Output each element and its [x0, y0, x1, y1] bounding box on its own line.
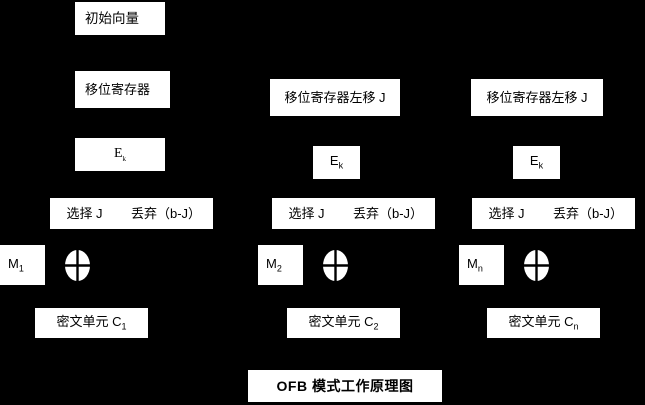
- ciphertext-box-3: 密文单元 Cn: [487, 308, 600, 338]
- initial-vector-label: 初始向量: [85, 10, 139, 26]
- encrypt-box-3: Ek: [513, 146, 560, 179]
- message-box-3: Mn: [459, 245, 504, 285]
- select-box-2: 选择 J: [272, 198, 341, 229]
- encrypt-box-1: Ek: [75, 138, 165, 171]
- message-label-2: M2: [266, 255, 282, 274]
- encrypt-label-3: Ek: [529, 153, 544, 171]
- select-box-3: 选择 J: [472, 198, 541, 229]
- ciphertext-box-2: 密文单元 C2: [287, 308, 400, 338]
- ciphertext-subscript-3: n: [573, 321, 579, 332]
- shift-register-label-1: 移位寄存器: [85, 82, 151, 97]
- shift-register-box-1: 移位寄存器: [75, 71, 170, 108]
- shift-register-box-3: 移位寄存器左移 J: [471, 79, 603, 116]
- initial-vector-box: 初始向量: [75, 2, 165, 35]
- discard-label-1: 丢弃（b-J）: [130, 206, 202, 221]
- encrypt-subscript-3: k: [538, 160, 544, 171]
- ciphertext-label-1: 密文单元 C1: [56, 313, 127, 332]
- encrypt-label-1: Ek: [113, 145, 127, 163]
- encrypt-box-2: Ek: [313, 146, 360, 179]
- discard-box-3: 丢弃（b-J）: [541, 198, 635, 229]
- discard-label-3: 丢弃（b-J）: [552, 206, 624, 221]
- ciphertext-label-2: 密文单元 C2: [308, 313, 379, 332]
- select-label-1: 选择 J: [66, 206, 103, 221]
- message-subscript-2: 2: [276, 263, 282, 274]
- encrypt-subscript-2: k: [338, 160, 344, 171]
- encrypt-subscript-1: k: [122, 154, 127, 163]
- shift-register-label-3: 移位寄存器左移 J: [486, 90, 588, 105]
- xor-icon-2: [323, 250, 348, 281]
- shift-register-box-2: 移位寄存器左移 J: [270, 79, 400, 116]
- message-label-3: Mn: [467, 255, 483, 274]
- message-subscript-1: 1: [18, 263, 24, 274]
- message-box-2: M2: [258, 245, 303, 285]
- discard-box-2: 丢弃（b-J）: [341, 198, 435, 229]
- xor-icon-1: [65, 250, 90, 281]
- xor-icon-3: [524, 250, 549, 281]
- ciphertext-box-1: 密文单元 C1: [35, 308, 148, 338]
- ciphertext-label-3: 密文单元 Cn: [508, 313, 579, 332]
- discard-box-1: 丢弃（b-J）: [119, 198, 213, 229]
- select-box-1: 选择 J: [50, 198, 119, 229]
- diagram-title: OFB 模式工作原理图: [276, 378, 414, 394]
- message-subscript-3: n: [477, 263, 483, 274]
- ciphertext-subscript-1: 1: [121, 321, 127, 332]
- ciphertext-subscript-2: 2: [373, 321, 379, 332]
- message-box-1: M1: [0, 245, 45, 285]
- diagram-title-box: OFB 模式工作原理图: [248, 370, 442, 402]
- select-label-2: 选择 J: [288, 206, 325, 221]
- select-label-3: 选择 J: [488, 206, 525, 221]
- message-label-1: M1: [8, 255, 24, 274]
- encrypt-label-2: Ek: [329, 153, 344, 171]
- shift-register-label-2: 移位寄存器左移 J: [284, 90, 386, 105]
- discard-label-2: 丢弃（b-J）: [352, 206, 424, 221]
